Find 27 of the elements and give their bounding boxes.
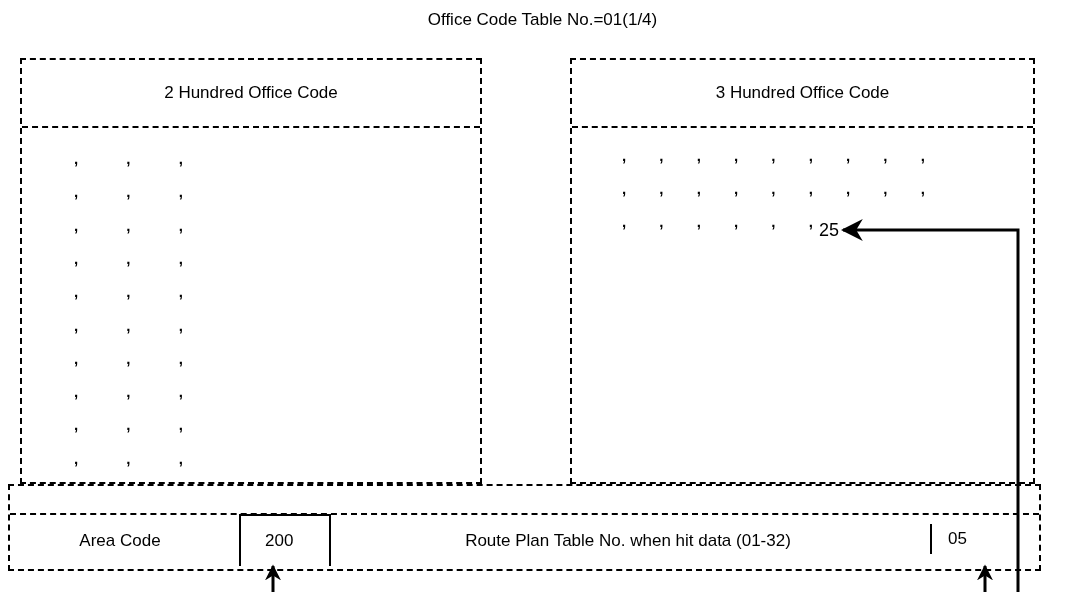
value-cell: 200	[239, 514, 331, 566]
placeholder-commas: , , ,	[74, 416, 183, 434]
placeholder-commas: , , ,	[74, 183, 183, 201]
code-row-panel	[8, 484, 1041, 571]
placeholder-commas: , , , , , ,	[622, 213, 813, 230]
arrow	[265, 564, 281, 592]
panel-header: 2 Hundred Office Code	[22, 60, 480, 128]
placeholder-commas: , , ,	[74, 283, 183, 301]
placeholder-commas: , , ,	[74, 383, 183, 401]
table-panel	[570, 58, 1035, 484]
field-label: Area Code	[78, 531, 162, 551]
placeholder-commas: , , ,	[74, 349, 183, 367]
placeholder-commas: , , ,	[74, 316, 183, 334]
panel-header: 3 Hundred Office Code	[572, 60, 1033, 128]
placeholder-commas: , , ,	[74, 150, 183, 167]
value-cell: 05	[932, 514, 1012, 566]
arrow	[977, 564, 993, 592]
arrow	[840, 219, 1020, 592]
table-panel	[20, 58, 482, 484]
diagram-title: Office Code Table No.=01(1/4)	[426, 10, 659, 30]
placeholder-commas: , , , , , , , , ,	[622, 180, 925, 197]
placeholder-commas: , , , , , , , , ,	[622, 147, 925, 164]
placeholder-commas: , , ,	[74, 249, 183, 267]
value-text: 25	[819, 218, 841, 242]
placeholder-commas: , , ,	[74, 449, 183, 467]
placeholder-commas: , , ,	[74, 216, 183, 234]
field-label: Route Plan Table No. when hit data (01-32)	[464, 531, 792, 551]
